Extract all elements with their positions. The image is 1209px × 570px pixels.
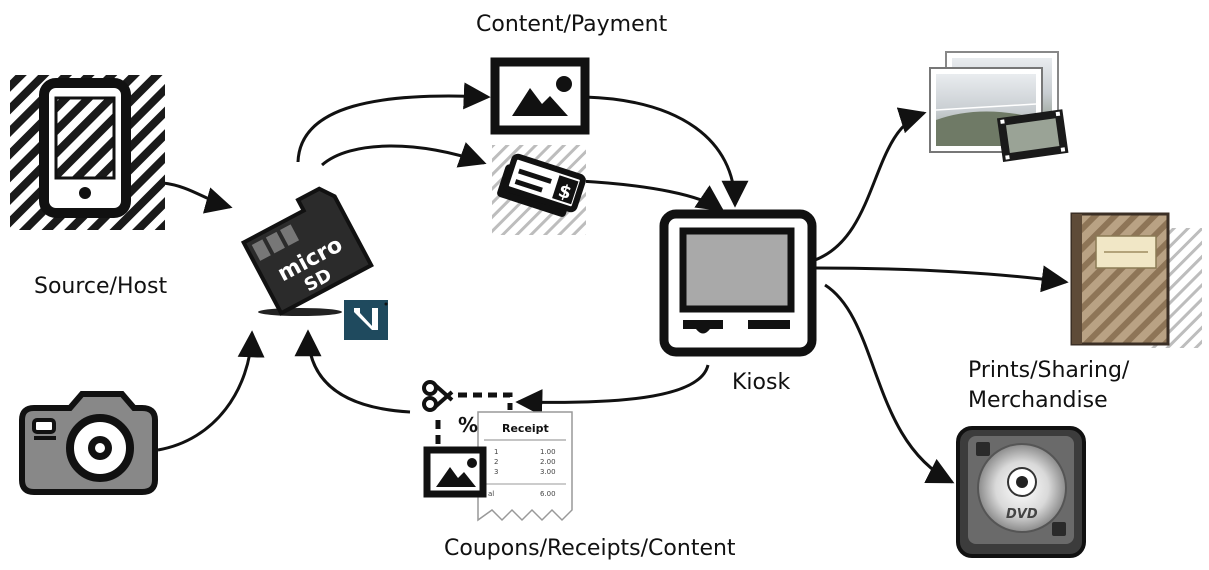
receipt-row-2-item: 2 xyxy=(494,458,498,466)
check-dollar-sign: $ xyxy=(556,180,574,204)
arrow-sd-to-content xyxy=(296,82,491,163)
label-content-payment: Content/Payment xyxy=(476,12,668,37)
kiosk-icon xyxy=(659,209,817,357)
receipt-total-value: 6.00 xyxy=(540,490,556,498)
photo-book-icon xyxy=(1070,212,1202,348)
receipt-row-3-price: 3.00 xyxy=(540,468,556,476)
label-prints-line2: Merchandise xyxy=(968,388,1108,413)
nfc-icon xyxy=(344,300,388,340)
micro-sd-card-icon: micro SD xyxy=(240,186,374,316)
receipt-title: Receipt xyxy=(502,422,549,435)
arrow-camera-to-sd xyxy=(157,330,265,452)
receipt-row-3-item: 3 xyxy=(494,468,498,476)
label-coupons-receipts-content: Coupons/Receipts/Content xyxy=(444,536,736,561)
label-prints-sharing-merchandise: Prints/Sharing/ Merchandise xyxy=(968,356,1129,416)
label-prints-line1: Prints/Sharing/ xyxy=(968,358,1130,383)
receipt-row-1-item: 1 xyxy=(494,448,498,456)
film-strip-icon xyxy=(996,109,1069,162)
receipt-row-2-price: 2.00 xyxy=(540,458,556,466)
coupon-image-icon xyxy=(423,446,487,498)
arrow-kiosk-to-coupons xyxy=(515,364,710,417)
arrow-coupons-to-sd xyxy=(294,329,411,414)
arrow-kiosk-to-book xyxy=(814,265,1069,293)
scissors-icon xyxy=(422,380,454,412)
arrow-sd-to-payment xyxy=(321,142,487,168)
arrow-phone-to-sd xyxy=(162,181,233,214)
coupon-cut-line xyxy=(435,392,513,470)
smartphone-icon xyxy=(10,75,165,230)
flow-arrows xyxy=(157,82,1069,484)
photo-prints-icon xyxy=(929,51,1069,162)
label-kiosk: Kiosk xyxy=(732,370,791,395)
dvd-logo-text: DVD xyxy=(1006,507,1038,522)
coupons-receipt-icon: Receipt 1 1.00 2 2.00 3 3.00 al 6.00 % xyxy=(422,380,573,522)
dvd-icon: DVD xyxy=(956,426,1086,558)
coupon-percent: % xyxy=(458,413,478,437)
receipt-total-label: al xyxy=(488,490,494,498)
label-source-host: Source/Host xyxy=(34,274,168,299)
arrow-payment-to-kiosk xyxy=(579,179,725,212)
content-image-icon xyxy=(490,57,590,135)
receipt-row-1-price: 1.00 xyxy=(540,448,556,456)
arrow-content-to-kiosk xyxy=(584,95,749,208)
receipt-paper xyxy=(477,411,573,522)
arrow-kiosk-to-dvd xyxy=(824,283,955,484)
payment-check-icon: $ xyxy=(492,145,586,235)
arrow-kiosk-to-prints xyxy=(814,107,927,262)
camera-icon xyxy=(19,391,158,495)
